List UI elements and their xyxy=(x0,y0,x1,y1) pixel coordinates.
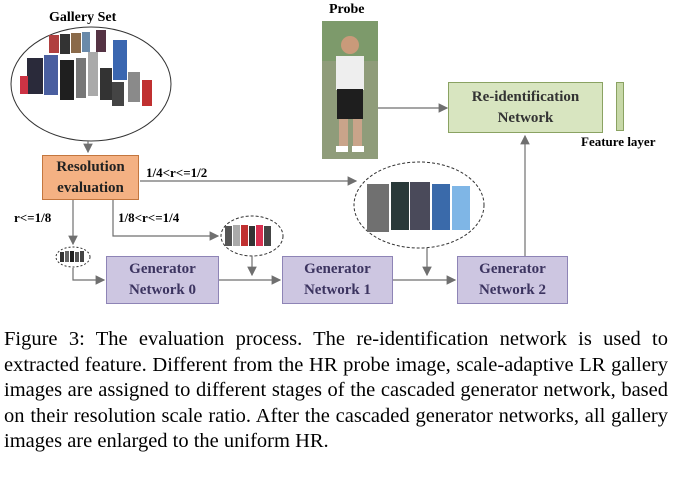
figure-caption: Figure 3: The evaluation process. The re… xyxy=(4,328,668,452)
ratio-label-eighth-quarter: 1/8<r<=1/4 xyxy=(118,210,180,225)
feature-layer-label: Feature layer xyxy=(581,134,656,149)
gen0-line2: Network 0 xyxy=(128,282,197,298)
probe-image xyxy=(322,21,378,159)
gen1-line2: Network 1 xyxy=(303,282,372,298)
generator-network-2-box: Generator Network 2 xyxy=(457,256,568,304)
probe-label: Probe xyxy=(329,2,365,17)
reid-box-line1: Re-identification xyxy=(471,88,580,105)
reid-box-line2: Network xyxy=(497,109,554,126)
gallery-thumbnails xyxy=(20,30,152,106)
small-resolution-gallery-ellipse xyxy=(55,246,91,268)
generator-network-0-box: Generator Network 0 xyxy=(106,256,219,304)
feature-layer-bar xyxy=(616,82,624,131)
gallery-set-label: Gallery Set xyxy=(49,10,117,25)
arrow-small-to-gen0 xyxy=(72,268,106,285)
arrow-resolution-to-medium-gallery xyxy=(112,200,220,241)
flow-arrows xyxy=(68,103,530,285)
gallery-set-ellipse xyxy=(10,26,172,142)
gen1-line1: Generator xyxy=(304,261,371,277)
ratio-label-quarter-half: 1/4<r<=1/2 xyxy=(146,165,208,180)
large-resolution-gallery-ellipse xyxy=(353,161,485,249)
gen0-line1: Generator xyxy=(129,261,196,277)
generator-network-1-box: Generator Network 1 xyxy=(282,256,393,304)
gen2-line1: Generator xyxy=(479,261,546,277)
resolution-box-line1: Resolution xyxy=(56,158,125,175)
medium-resolution-gallery-ellipse xyxy=(220,215,284,257)
gen2-line2: Network 2 xyxy=(478,282,547,298)
ratio-label-le-eighth: r<=1/8 xyxy=(14,210,52,225)
resolution-box-line2: evaluation xyxy=(57,179,124,196)
reid-network-box: Re-identification Network xyxy=(448,82,603,133)
resolution-evaluation-box: Resolution evaluation xyxy=(42,155,139,200)
